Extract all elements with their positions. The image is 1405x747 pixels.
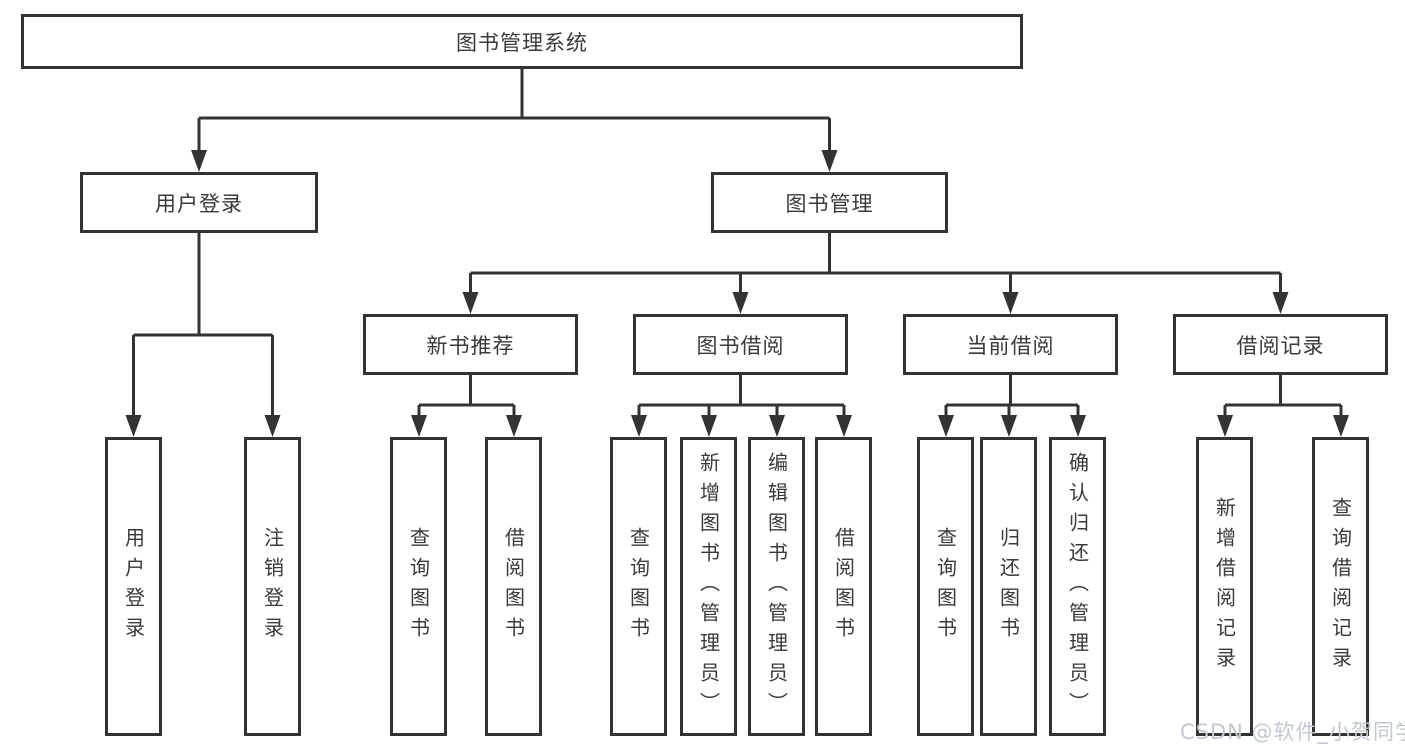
leaf-current-return-book: 归还图书 — [980, 437, 1037, 736]
node-book-management: 图书管理 — [711, 172, 948, 233]
leaf-newbook-query-book: 查询图书 — [390, 437, 447, 736]
leaf-borrow-query-book: 查询图书 — [610, 437, 667, 736]
node-current-borrow: 当前借阅 — [903, 314, 1118, 375]
leaf-logout: 注销登录 — [244, 437, 301, 736]
node-borrow-record: 借阅记录 — [1173, 314, 1388, 375]
node-user-login: 用户登录 — [80, 172, 318, 233]
leaf-borrow-add-book-admin: 新增图书（管理员） — [680, 437, 737, 736]
node-new-book-recommend: 新书推荐 — [363, 314, 578, 375]
leaf-current-query-book: 查询图书 — [917, 437, 974, 736]
leaf-borrow-edit-book-admin: 编辑图书（管理员） — [748, 437, 805, 736]
leaf-record-add-borrow-record: 新增借阅记录 — [1196, 437, 1253, 736]
leaf-user-login: 用户登录 — [105, 437, 162, 736]
leaf-current-confirm-return-admin: 确认归还（管理员） — [1049, 437, 1106, 736]
csdn-watermark: CSDN @软件_小贺同学 — [1180, 720, 1405, 744]
node-root-system: 图书管理系统 — [21, 14, 1023, 69]
node-book-borrow: 图书借阅 — [633, 314, 848, 375]
leaf-borrow-borrow-book: 借阅图书 — [815, 437, 872, 736]
leaf-newbook-borrow-book: 借阅图书 — [485, 437, 542, 736]
leaf-record-query-borrow-record: 查询借阅记录 — [1312, 437, 1369, 736]
